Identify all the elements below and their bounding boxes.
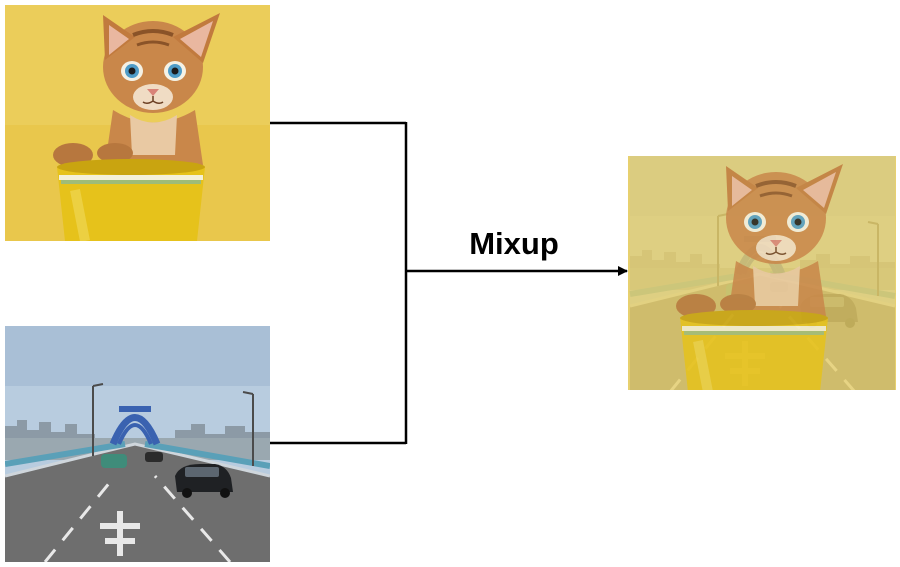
operation-label: Mixup: [469, 226, 559, 261]
input-image-kitten: [5, 5, 270, 241]
input-image-road: [5, 326, 270, 562]
output-image-mixup: [628, 156, 896, 390]
connector-lines: [270, 121, 628, 445]
